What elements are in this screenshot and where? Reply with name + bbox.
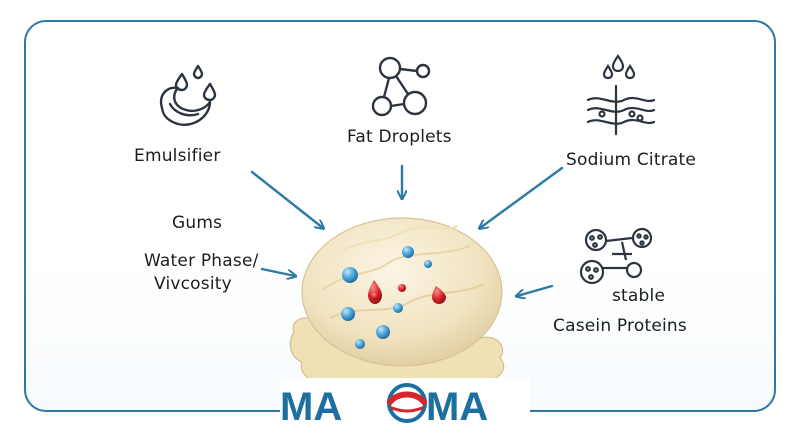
molecule-icon (360, 48, 440, 128)
gums-label: Gums (172, 213, 223, 233)
arrow-water-phase (260, 267, 295, 276)
arrow-casein (517, 284, 554, 296)
emulsifier-drops-icon (148, 60, 228, 140)
water-phase-label: Water Phase/ (144, 251, 259, 271)
svg-text:MA: MA (426, 385, 488, 429)
citrate-layers-icon (580, 50, 660, 140)
casein-proteins-label: Casein Proteins (553, 316, 687, 336)
ice-cream-scoop (289, 217, 505, 392)
viscosity-label: Vivcosity (154, 274, 232, 294)
stable-label: stable (612, 286, 666, 306)
fat-droplets-label: Fat Droplets (347, 127, 452, 147)
svg-text:MA: MA (280, 385, 342, 429)
emulsifier-label: Emulsifier (134, 146, 221, 166)
magma-logo: MA MA (280, 378, 530, 432)
arrow-sodium-citrate (480, 166, 564, 228)
protein-molecules-icon (574, 220, 674, 300)
arrow-emulsifier (250, 170, 323, 228)
sodium-citrate-label: Sodium Citrate (566, 150, 697, 170)
